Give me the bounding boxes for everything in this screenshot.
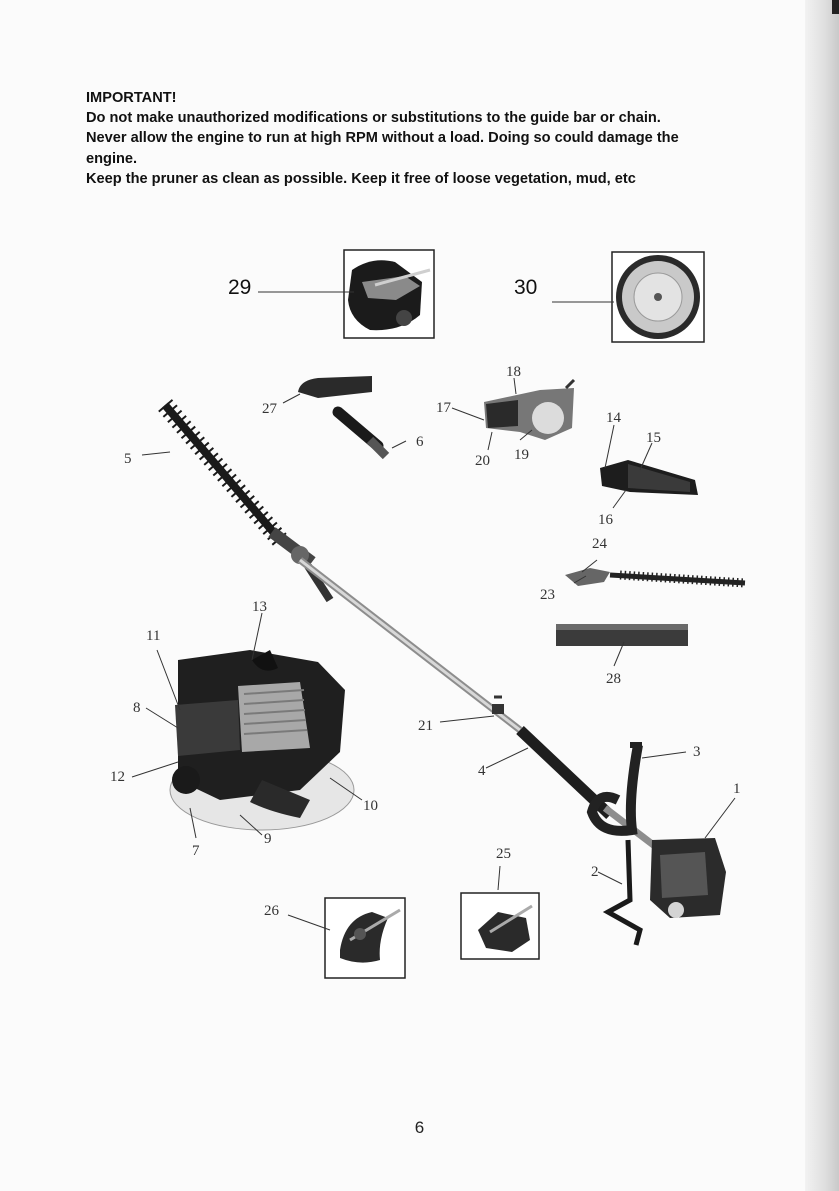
callout-25: 25 (496, 846, 511, 862)
callout-8: 8 (133, 700, 141, 716)
callout-27: 27 (262, 401, 278, 417)
callout-11: 11 (146, 628, 160, 644)
callout-21: 21 (418, 718, 433, 734)
loop-handle (586, 742, 643, 836)
inset-30-saw-blade (611, 251, 705, 343)
callout-19: 19 (514, 447, 529, 463)
notice-line-1: Do not make unauthorized modifications o… (86, 110, 661, 127)
callout-14: 14 (606, 410, 622, 426)
notice-heading: IMPORTANT! (86, 90, 177, 106)
hedge-trimmer-bar (158, 399, 334, 603)
rear-engine (602, 838, 726, 946)
callout-3: 3 (693, 744, 701, 760)
callout-15: 15 (646, 430, 661, 446)
important-notice: IMPORTANT! Do not make unauthorized modi… (86, 88, 786, 189)
hedge-attachment (565, 568, 746, 588)
callout-2: 2 (591, 864, 599, 880)
callout-12: 12 (110, 769, 125, 785)
chain-bar (332, 406, 390, 460)
notice-line-4: Keep the pruner as clean as possible. Ke… (86, 170, 636, 187)
callout-23: 23 (540, 587, 555, 603)
main-engine (169, 650, 355, 831)
callout-9: 9 (264, 831, 272, 847)
inset-25-blade (460, 892, 540, 960)
notice-line-3: engine. (86, 150, 138, 167)
callout-13: 13 (252, 599, 267, 615)
callout-1: 1 (733, 781, 741, 797)
inset-29-chain-detail (343, 249, 435, 339)
handle-grip (600, 460, 698, 495)
callout-5: 5 (124, 451, 132, 467)
page-edge-mark (832, 0, 839, 14)
callout-10: 10 (363, 798, 378, 814)
pruner-head (484, 378, 576, 440)
callout-6: 6 (416, 434, 424, 450)
callout-17: 17 (436, 400, 452, 416)
callout-30: 30 (514, 276, 537, 299)
notice-line-2: Never allow the engine to run at high RP… (86, 130, 679, 147)
guide-bar-cover (298, 376, 372, 398)
leader-lines (131, 291, 736, 931)
shoulder-strap (556, 624, 688, 646)
callout-29: 29 (228, 276, 251, 299)
callout-7: 7 (192, 843, 200, 859)
callout-18: 18 (506, 364, 521, 380)
callout-20: 20 (475, 453, 490, 469)
inset-26-guard (324, 897, 406, 979)
page-number: 6 (414, 1118, 425, 1137)
callout-16: 16 (598, 512, 614, 528)
callout-4: 4 (478, 763, 486, 779)
callout-26: 26 (264, 903, 280, 919)
page-edge-shadow (805, 0, 839, 1191)
callout-24: 24 (592, 536, 608, 552)
drive-shaft (297, 557, 663, 853)
callout-28: 28 (606, 671, 621, 687)
